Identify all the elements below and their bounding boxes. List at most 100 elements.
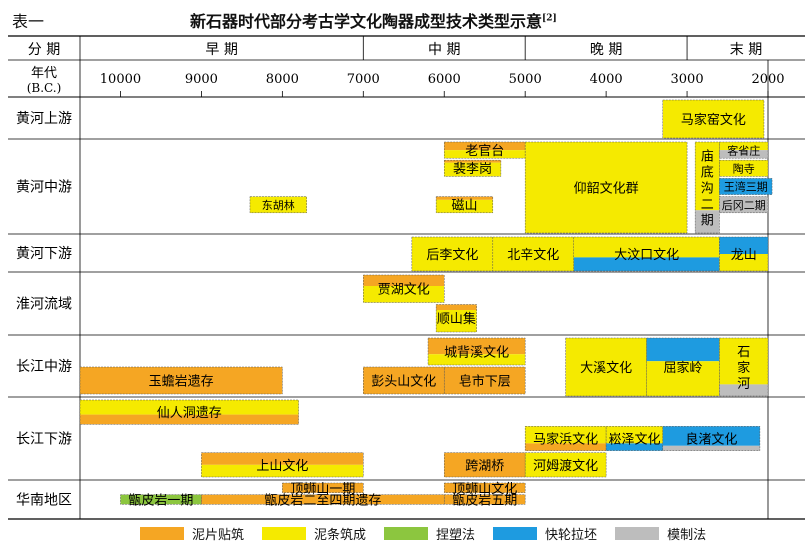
- culture-bar-segment: [606, 443, 663, 451]
- culture-label: 龙山: [731, 248, 757, 263]
- culture-bar-outline: [443, 366, 526, 395]
- x-tick-label: 10000: [100, 72, 141, 87]
- culture-bar-segment: [201, 494, 445, 505]
- region-label: 长江中游: [16, 359, 72, 375]
- legend-item: 模制法: [615, 524, 706, 543]
- culture-bar-outline: [719, 159, 769, 177]
- chart-title: 新石器时代部分考古学文化陶器成型技术类型示意[2]: [190, 8, 557, 32]
- legend-swatch: [384, 527, 429, 540]
- culture-bar-segment: [249, 196, 307, 213]
- culture-label: 石: [737, 345, 750, 360]
- region-label: 长江下游: [16, 432, 72, 448]
- culture-label: 东胡林: [262, 198, 295, 212]
- culture-label: 河: [737, 377, 750, 392]
- culture-label: 磁山: [451, 199, 477, 214]
- culture-bar-outline: [662, 99, 765, 139]
- culture-bar-outline: [201, 452, 364, 478]
- culture-bar-outline: [363, 274, 445, 303]
- culture-bar-outline: [524, 141, 688, 234]
- culture-bar-segment: [719, 160, 768, 177]
- culture-bar-outline: [443, 159, 502, 177]
- culture-bar-outline: [427, 337, 526, 366]
- culture-bar-outline: [79, 399, 299, 425]
- culture-bar-segment: [444, 142, 526, 151]
- culture-bar-segment: [411, 237, 493, 271]
- culture-bar-segment: [719, 338, 768, 385]
- x-tick-label: 4000: [590, 72, 623, 87]
- culture-bar-segment: [436, 310, 477, 332]
- culture-bar-segment: [719, 384, 768, 396]
- culture-bar-outline: [719, 178, 773, 195]
- culture-label: 沟: [701, 181, 714, 196]
- culture-label: 大溪文化: [580, 361, 632, 376]
- culture-bar-segment: [695, 210, 720, 233]
- culture-bar-segment: [444, 162, 501, 177]
- region-label: 黄河中游: [16, 179, 72, 196]
- legend-swatch: [493, 527, 538, 540]
- culture-bar-outline: [524, 426, 607, 451]
- culture-label: 良渚文化: [685, 431, 737, 447]
- year-header: 年代: [31, 66, 57, 81]
- period-label: 早 期: [205, 42, 237, 58]
- culture-bar-segment: [363, 286, 445, 303]
- culture-bar-segment: [436, 304, 477, 310]
- x-tick-label: 3000: [671, 72, 704, 87]
- culture-bar-outline: [443, 141, 526, 159]
- year-header-unit: (B.C.): [27, 81, 62, 95]
- legend-swatch: [262, 527, 307, 540]
- legend-item: 快轮拉坯: [493, 524, 597, 543]
- culture-label: 北辛文化: [507, 248, 559, 263]
- culture-bar-segment: [444, 150, 526, 159]
- culture-bar-segment: [573, 257, 720, 271]
- legend-item: 捏塑法: [384, 524, 475, 543]
- culture-bar-outline: [435, 304, 477, 333]
- region-label: 淮河流域: [16, 297, 72, 313]
- culture-label: 马家浜文化: [533, 431, 598, 447]
- culture-bar-outline: [443, 494, 526, 505]
- culture-bar-segment: [525, 443, 607, 451]
- culture-label: 顺山集: [437, 311, 476, 327]
- culture-label: 仰韶文化群: [574, 180, 639, 196]
- culture-bar-outline: [719, 141, 769, 159]
- region-label: 华南地区: [16, 493, 72, 509]
- culture-label: 裴李岗: [453, 162, 492, 177]
- chart-title-text: 新石器时代部分考古学文化陶器成型技术类型示意: [190, 12, 543, 31]
- culture-bar-segment: [606, 426, 663, 444]
- culture-label: 顶蛳山一期: [290, 482, 355, 497]
- culture-label: 后冈二期: [722, 199, 766, 212]
- culture-label: 甑皮岩二至四期遗存: [264, 493, 381, 508]
- culture-bar-segment: [80, 414, 299, 425]
- culture-bar-segment: [436, 199, 493, 213]
- culture-label: 玉蟾岩遗存: [149, 374, 214, 389]
- culture-label: 王湾三期: [724, 180, 768, 194]
- culture-label: 城背溪文化: [444, 345, 509, 360]
- culture-bar-segment: [201, 464, 364, 477]
- culture-label: 崧泽文化: [608, 432, 660, 447]
- culture-bar-segment: [646, 338, 720, 362]
- culture-bar-segment: [565, 338, 647, 396]
- culture-bar-segment: [282, 483, 364, 493]
- title-ref: [2]: [542, 13, 557, 24]
- culture-bar-outline: [719, 337, 769, 397]
- legend-swatch: [615, 527, 660, 540]
- culture-label: 上山文化: [256, 459, 308, 474]
- culture-bar-segment: [695, 142, 720, 211]
- culture-label: 大汶口文化: [614, 247, 679, 263]
- culture-bar-segment: [444, 367, 526, 394]
- legend-label: 捏塑法: [436, 528, 476, 543]
- culture-bar-segment: [573, 237, 720, 258]
- culture-bar-segment: [525, 452, 607, 477]
- culture-bar-segment: [436, 196, 493, 200]
- culture-bar-segment: [428, 338, 526, 355]
- culture-bar-segment: [525, 142, 688, 233]
- culture-bar-segment: [662, 445, 760, 451]
- period-label: 末 期: [730, 42, 762, 58]
- culture-bar-segment: [120, 494, 202, 505]
- culture-label: 陶寺: [733, 161, 755, 175]
- legend-label: 泥条筑成: [314, 528, 367, 543]
- culture-bar-segment: [719, 237, 768, 254]
- culture-bar-segment: [662, 426, 760, 446]
- culture-label: 彭头山文化: [371, 374, 436, 389]
- period-header: 分 期: [28, 42, 60, 58]
- x-tick-label: 7000: [347, 72, 380, 87]
